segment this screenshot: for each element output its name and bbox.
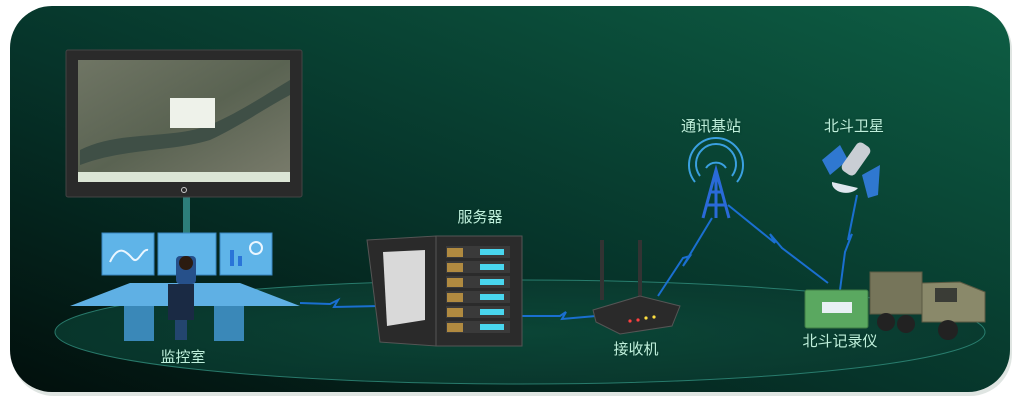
wall-monitor xyxy=(65,49,303,236)
link-satellite-recorder xyxy=(839,194,858,291)
receiver-router xyxy=(592,240,681,335)
link-desk-server xyxy=(299,297,381,309)
chair xyxy=(168,284,194,320)
base-station-tower xyxy=(688,137,744,219)
links xyxy=(299,194,858,321)
label-beidou-recorder: 北斗记录仪 xyxy=(802,332,878,350)
label-receiver: 接收机 xyxy=(613,340,659,358)
beidou-satellite-graphic xyxy=(822,142,880,198)
label-beidou-satellite: 北斗卫星 xyxy=(823,117,885,135)
link-tower-recorder xyxy=(727,204,829,284)
label-server: 服务器 xyxy=(457,208,503,226)
server-units xyxy=(446,246,510,333)
label-base-station: 通讯基站 xyxy=(680,117,742,135)
beidou-recorder-device xyxy=(804,289,869,329)
map-popup xyxy=(170,98,215,128)
river xyxy=(80,80,290,165)
link-server-receiver xyxy=(522,311,597,321)
link-receiver-tower xyxy=(657,217,713,297)
server-rack xyxy=(366,235,523,347)
military-truck xyxy=(869,271,986,340)
label-monitor-room: 监控室 xyxy=(160,348,206,366)
control-desk xyxy=(70,232,300,341)
